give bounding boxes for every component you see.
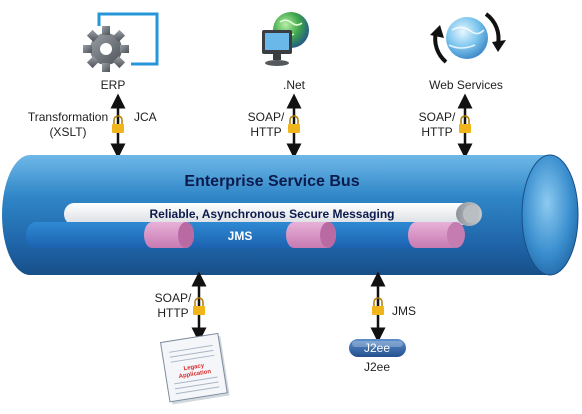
web-services-protocol-label-line2: HTTP	[421, 125, 452, 139]
dotnet-label: .Net	[283, 78, 306, 92]
j2ee-badge	[349, 339, 406, 357]
erp-lock-icon	[112, 115, 124, 133]
erp-protocol-label-line2: (XSLT)	[49, 125, 86, 139]
web-services-label: Web Services	[429, 78, 503, 92]
jms-bus-label: JMS	[228, 229, 253, 243]
bus-title: Enterprise Service Bus	[184, 173, 359, 190]
web-services-globe-icon	[430, 12, 506, 64]
legacy-protocol-label-line2: HTTP	[157, 306, 188, 320]
j2ee-label: J2ee	[364, 360, 390, 374]
erp-gear-icon	[83, 12, 159, 72]
j2ee-jms-label: JMS	[392, 304, 416, 318]
legacy-protocol-label-line1: SOAP/	[155, 291, 192, 305]
erp-jca-label: JCA	[134, 110, 157, 124]
j2ee-lock-icon	[372, 297, 384, 315]
dotnet-computer-globe-icon	[262, 12, 309, 66]
legacy-doc-line1: Legacy	[183, 363, 205, 372]
j2ee-badge-label: J2ee	[364, 341, 390, 355]
legacy-application-document-icon: Legacy Application	[159, 332, 230, 405]
web-services-protocol-label-line1: SOAP/	[419, 110, 456, 124]
legacy-doc-line2: Application	[178, 369, 212, 380]
dotnet-lock-icon	[288, 115, 300, 133]
enterprise-service-bus	[2, 154, 579, 276]
legacy-lock-icon	[193, 297, 205, 315]
dotnet-protocol-label-line2: HTTP	[250, 125, 281, 139]
erp-label: ERP	[101, 78, 126, 92]
erp-protocol-label-line1: Transformation	[28, 110, 108, 124]
dotnet-protocol-label-line1: SOAP/	[248, 110, 285, 124]
web-services-lock-icon	[459, 115, 471, 133]
messaging-label: Reliable, Asynchronous Secure Messaging	[150, 207, 395, 221]
